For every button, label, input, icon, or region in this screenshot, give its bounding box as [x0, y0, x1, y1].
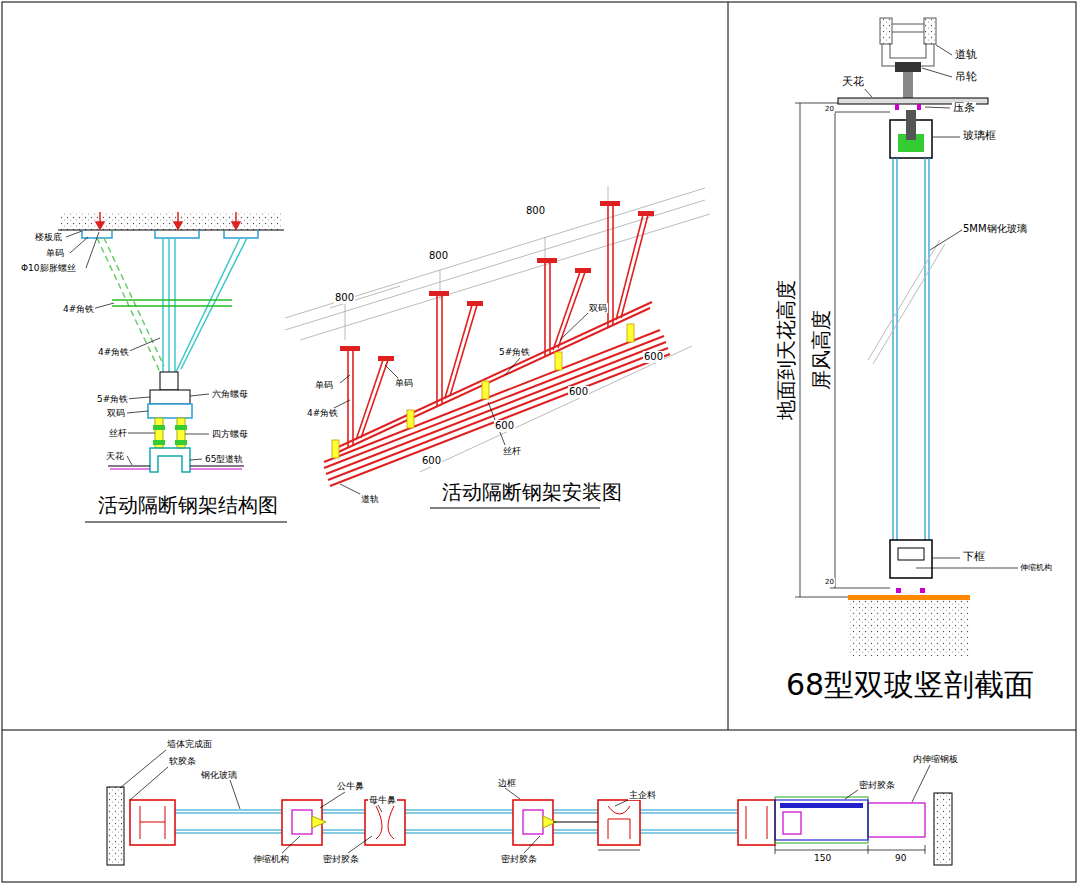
- part-label: 4#角铁: [97, 347, 130, 357]
- part-label: 软胶条: [168, 756, 197, 766]
- part-label: 丝杆: [108, 428, 128, 438]
- dimension-label: 800: [428, 250, 449, 262]
- part-label: 边框: [497, 778, 517, 788]
- part-label: 双码: [588, 303, 608, 313]
- dimension-label: 600: [643, 351, 664, 363]
- part-label: 65型道轨: [204, 454, 244, 464]
- part-label: 单码: [394, 378, 414, 388]
- part-label: 单码: [45, 248, 65, 258]
- part-label: 楼板底: [34, 232, 63, 242]
- part-label: 主企料: [628, 790, 657, 800]
- dimension-label: 屏风高度: [810, 309, 833, 391]
- drawing-caption: 活动隔断钢架安装图: [441, 481, 623, 504]
- part-label: 四方螺母: [211, 429, 249, 439]
- dimension-label: 600: [421, 455, 442, 467]
- part-label: 母牛鼻: [368, 795, 397, 805]
- part-label: 5#角铁: [96, 394, 129, 404]
- part-label: 4#角铁: [306, 408, 339, 418]
- part-label: 压条: [952, 102, 976, 115]
- part-label: 伸缩机构: [252, 854, 290, 864]
- part-label: 六角螺母: [211, 389, 249, 399]
- section-title: 68型双玻竖剖截面: [785, 668, 1035, 703]
- dimension-label: 20: [824, 578, 835, 586]
- part-label: 天花: [841, 76, 865, 89]
- dimension-label: 地面到天花高度: [775, 279, 798, 421]
- part-label: 双码: [106, 408, 126, 418]
- part-label: Φ10膨胀螺丝: [20, 263, 77, 273]
- part-label: 密封胶条: [500, 854, 538, 864]
- part-label: 下框: [962, 551, 986, 564]
- dimension-label: 20: [824, 105, 835, 113]
- part-label: 伸缩机构: [1019, 563, 1053, 572]
- part-label: 单码: [314, 380, 334, 390]
- dimension-label: 600: [568, 386, 589, 398]
- part-label: 内伸缩钢板: [912, 754, 959, 764]
- dimension-label: 800: [334, 292, 355, 304]
- drawing-caption: 活动隔断钢架结构图: [97, 494, 279, 517]
- dimension-label: 600: [494, 420, 515, 432]
- dimension-label: 90: [894, 853, 907, 863]
- part-label: 公牛鼻: [336, 781, 365, 791]
- part-label: 吊轮: [954, 71, 978, 84]
- part-label: 密封胶条: [858, 780, 896, 790]
- part-label: 4#角铁: [62, 304, 95, 314]
- part-label: 道轨: [360, 494, 380, 504]
- dimension-label: 800: [525, 205, 546, 217]
- part-label: 墙体完成面: [166, 739, 213, 749]
- part-label: 天花: [105, 451, 125, 461]
- part-label: 密封胶条: [322, 854, 360, 864]
- part-label: 道轨: [954, 49, 978, 62]
- part-label: 5MM钢化玻璃: [962, 223, 1028, 235]
- part-label: 5#角铁: [498, 347, 531, 357]
- part-label: 丝杆: [502, 446, 522, 456]
- part-label: 玻璃框: [962, 130, 997, 143]
- dimension-label: 150: [813, 853, 832, 863]
- part-label: 钢化玻璃: [200, 770, 238, 780]
